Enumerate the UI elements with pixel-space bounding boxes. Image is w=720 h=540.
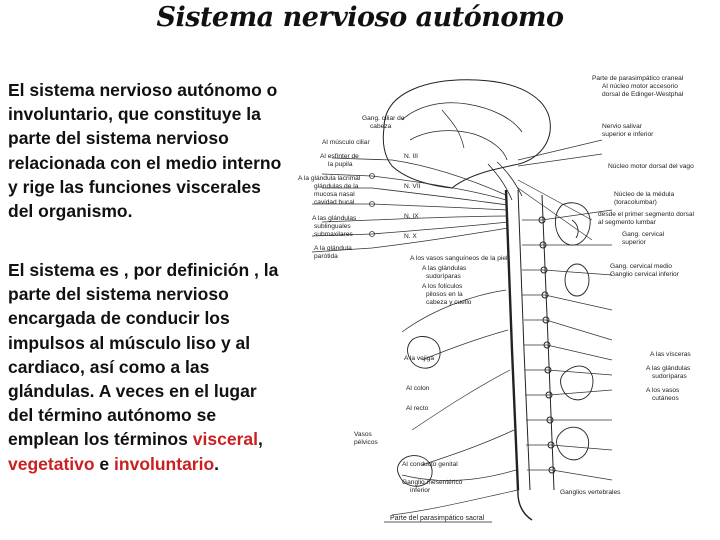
diagram-label: Núcleo motor dorsal del vago — [608, 163, 694, 170]
term-end: . — [214, 453, 220, 474]
middle-labels: A los vasos sanguíneos de la piel A las … — [354, 255, 621, 496]
diagram-label: Gang. cervical — [622, 231, 665, 238]
diagram-label: cabeza y cuello — [426, 299, 472, 306]
diagram-label: al segmento lumbar — [598, 219, 657, 226]
diagram-label: cavidad bucal — [314, 199, 355, 206]
diagram-label: pélvicos — [354, 439, 379, 446]
diagram-label: inferior — [410, 487, 431, 494]
diagram-label: desde el primer segmento dorsal — [598, 211, 695, 218]
sympathetic-chain — [538, 194, 556, 491]
diagram-label: pilosos en la — [426, 291, 463, 298]
diagram-label: parótida — [314, 253, 338, 260]
diagram-label: sublinguales — [314, 223, 351, 230]
diagram-label: Al núcleo motor accesorio — [602, 83, 678, 90]
term-involuntario: involuntario — [114, 453, 215, 474]
definition-lead: El sistema es , por definición , la part… — [8, 260, 279, 450]
diagram-label: la pupila — [328, 161, 353, 168]
nerve-label: N. III — [404, 153, 418, 160]
term-visceral: visceral — [192, 429, 258, 450]
diagram-label: A la glándula — [314, 245, 352, 252]
nerve-label: N. IX — [404, 213, 419, 220]
peripheral-nerve-fibres — [391, 139, 613, 516]
diagram-label: Al colon — [406, 385, 430, 392]
diagram-label: A los folículos — [422, 283, 463, 290]
diagram-label: Vasos — [354, 431, 373, 438]
nerve-label: N. X — [404, 233, 417, 240]
diagram-label: Nervio salivar — [602, 123, 643, 130]
diagram-label: Parte de parasimpático craneal — [592, 75, 684, 82]
diagram-label: Al músculo ciliar — [322, 139, 370, 146]
diagram-label: A los vasos — [646, 387, 680, 394]
diagram-label: superior e inferior — [602, 131, 654, 138]
diagram-label: (toracolumbar) — [614, 199, 657, 206]
diagram-label: Al recto — [406, 405, 429, 412]
cranial-nerve-fibres — [311, 157, 509, 253]
diagram-label: Gang. cervical medio — [610, 263, 672, 270]
diagram-label: Al esfínter de — [320, 153, 359, 160]
right-labels: Parte de parasimpático craneal Al núcleo… — [592, 75, 695, 402]
organ-shapes — [397, 202, 594, 487]
diagram-label: Gang. ciliar de — [362, 115, 405, 122]
diagram-label: submaxilares — [314, 231, 354, 238]
autonomic-nervous-system-diagram: Gang. ciliar de cabeza Al músculo ciliar… — [298, 75, 695, 523]
diagram-label: A las glándulas — [312, 215, 357, 222]
definition-paragraph: El sistema es , por definición , la part… — [8, 258, 283, 476]
diagram-label: A la vejiga — [404, 355, 434, 362]
diagram-label: A las glándulas — [422, 265, 467, 272]
nerve-labels: N. III N. VII N. IX N. X — [404, 153, 421, 240]
term-vegetativo: vegetativo — [8, 453, 95, 474]
diagram-label: Ganglios vertebrales — [560, 489, 621, 496]
term-separator: e — [94, 453, 115, 474]
spinal-cord — [504, 189, 533, 521]
diagram-label: Ganglio cervical inferior — [610, 271, 680, 278]
diagram-label: Núcleo de la médula — [614, 191, 674, 198]
diagram-label: A la glándula lacrimal — [298, 175, 361, 182]
diagram-label: glándulas de la — [314, 183, 359, 190]
term-separator: , — [257, 429, 263, 450]
diagram-label: sudoríparas — [652, 373, 688, 380]
diagram-label: Al conducto genital — [402, 461, 458, 468]
diagram-label: mucosa nasal — [314, 191, 355, 198]
diagram-label: A los vasos sanguíneos de la piel — [410, 255, 508, 262]
brain-illustration — [382, 79, 551, 201]
left-labels: Gang. ciliar de cabeza Al músculo ciliar… — [298, 115, 405, 260]
diagram-label: A las vísceras — [650, 351, 691, 358]
intro-paragraph: El sistema nervioso autónomo o involunta… — [8, 80, 282, 222]
diagram-label: superior — [622, 239, 647, 246]
diagram-label: Parte del parasimpático sacral — [390, 515, 485, 522]
nerve-label: N. VII — [404, 183, 421, 190]
diagram-label: Ganglio mesentérico — [402, 479, 463, 486]
slide-title: Sistema nervioso autónomo — [156, 2, 565, 33]
diagram-label: sudoríparas — [426, 273, 462, 280]
diagram-label: dorsal de Edinger-Westphal — [602, 91, 684, 98]
diagram-label: cabeza — [370, 123, 392, 130]
diagram-label: cutáneos — [652, 395, 679, 402]
diagram-label: A las glándulas — [646, 365, 691, 372]
